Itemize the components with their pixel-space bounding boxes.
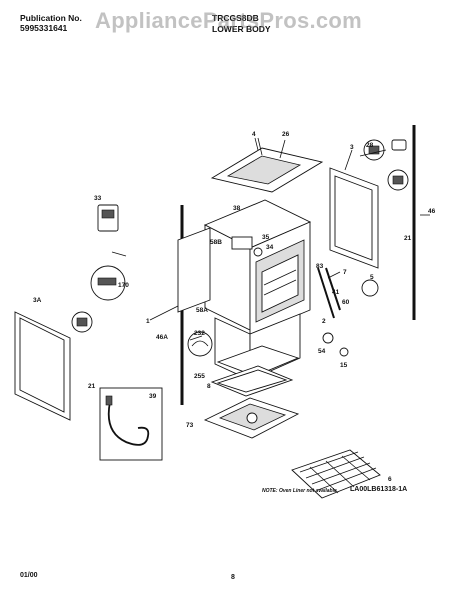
callout-232: 232: [194, 330, 205, 337]
publication-number: 5995331641: [20, 23, 68, 33]
callout-3a: 3A: [33, 297, 42, 304]
detail-232-part: [187, 331, 213, 357]
callout-7: 7: [343, 269, 347, 276]
section-title: LOWER BODY: [212, 24, 271, 34]
callout-170: 170: [118, 282, 129, 289]
callout-4: 4: [252, 131, 256, 138]
publication-label: Publication No.: [20, 13, 82, 23]
burner-tray-part: [203, 397, 300, 439]
callout-73: 73: [186, 422, 194, 429]
callout-41: 41: [332, 289, 340, 296]
callout-21-right: 21: [404, 235, 412, 242]
footer-page-number: 8: [231, 574, 235, 581]
power-cord-part: [99, 387, 163, 461]
callout-46: 46: [428, 208, 436, 215]
footer-date: 01/00: [20, 572, 38, 579]
callout-255: 255: [194, 373, 205, 380]
callout-39: 39: [149, 393, 157, 400]
callout-46a: 46A: [156, 334, 168, 341]
callout-5: 5: [370, 274, 374, 281]
left-side-panel-part: [14, 311, 93, 421]
top-panel-part: [210, 137, 324, 193]
callout-8: 8: [207, 383, 211, 390]
lower-frame-part: [214, 313, 301, 381]
callout-83: 83: [316, 263, 324, 270]
watermark: AppliancePartsPros.com: [95, 8, 363, 33]
callout-21-left: 21: [88, 383, 96, 390]
oven-liner-note: NOTE: Oven Liner not available: [262, 488, 337, 494]
callout-58a: 58A: [196, 307, 208, 314]
callout-58b: 58B: [210, 239, 222, 246]
detail-170-part: [90, 265, 126, 301]
model-number: TRCGS8DB: [212, 13, 259, 23]
callout-2: 2: [322, 318, 326, 325]
igniter-assembly-part: [317, 267, 379, 357]
diagram-code: LA00LB61318-1A: [350, 486, 408, 493]
component-33-part: [97, 204, 127, 257]
callout-33: 33: [94, 195, 102, 202]
callout-6: 6: [388, 476, 392, 483]
callout-26: 26: [282, 131, 290, 138]
callout-35: 35: [262, 234, 270, 241]
rod-46-part: [412, 125, 430, 320]
callout-15: 15: [340, 362, 348, 369]
callout-34: 34: [266, 244, 274, 251]
callout-38: 38: [233, 205, 241, 212]
callout-1: 1: [146, 318, 150, 325]
oven-body-part: [177, 199, 312, 336]
callout-28: 28: [366, 142, 374, 149]
oven-rack-part: [291, 449, 381, 499]
leader-lines: [149, 137, 353, 341]
callout-60: 60: [342, 299, 350, 306]
callout-54: 54: [318, 348, 326, 355]
drawer-part: [210, 365, 294, 397]
callout-3: 3: [350, 144, 354, 151]
right-side-panel-part: [329, 139, 409, 269]
